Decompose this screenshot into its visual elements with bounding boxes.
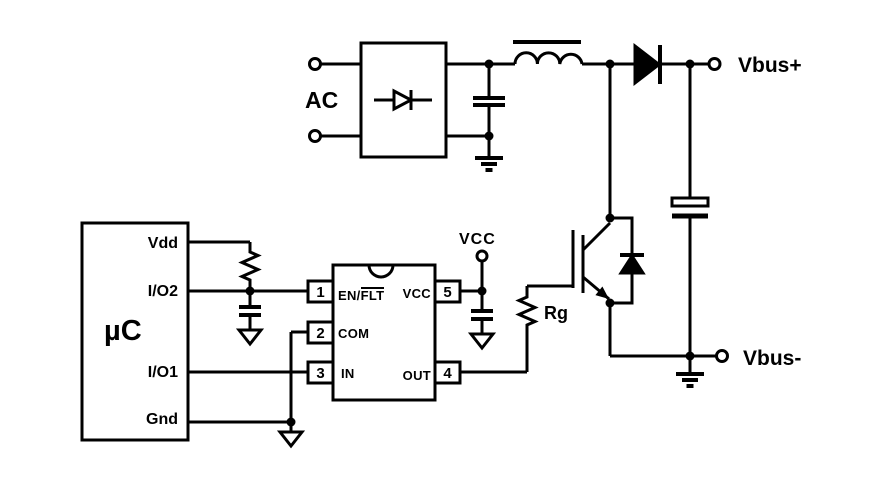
mcu-title: µC [104, 315, 142, 347]
bulk-capacitor-branch [670, 64, 710, 356]
igbt-icon [571, 221, 612, 301]
en-prefix: EN/ [338, 288, 361, 303]
earth-ground-icon-bridge [475, 156, 503, 172]
io2-filter-capacitor-icon [239, 291, 261, 330]
ac-label: AC [305, 87, 339, 113]
bridge-diode-icon [374, 88, 432, 112]
mcu-pin-io2: I/O2 [147, 283, 178, 300]
junction-dots [245, 59, 695, 427]
pin3-box [306, 360, 335, 385]
signal-ground-icon-io2 [235, 328, 265, 347]
mcu-pin-vdd: Vdd [147, 235, 178, 252]
pin3-number: 3 [316, 365, 325, 382]
com-ground-wires [289, 330, 308, 432]
ac-input-wires [321, 62, 361, 138]
ic-pin-label-com: COM [338, 326, 370, 341]
vbus-minus-terminal-icon [715, 349, 729, 363]
pin1-box [306, 279, 335, 304]
boost-diode-icon [633, 42, 662, 87]
inductor-icon [513, 40, 584, 65]
vbus-minus-label: Vbus- [743, 347, 802, 370]
earth-ground-icon-vbus [676, 372, 704, 388]
bridge-rectifier-box [359, 41, 448, 159]
pullup-resistor-icon [238, 242, 262, 291]
signal-ground-icon-vcc [467, 332, 497, 351]
pin5-number: 5 [443, 284, 452, 301]
ic-pin-label-in: IN [341, 366, 355, 381]
vbus-plus-label: Vbus+ [738, 54, 802, 77]
mcu-pin-io1: I/O1 [147, 364, 178, 381]
ic-pin-label-vcc: VCC [402, 286, 431, 301]
ac-terminal-top-icon [308, 57, 322, 71]
pin2-number: 2 [316, 325, 325, 342]
vcc-decoupling-capacitor-icon [471, 309, 493, 334]
ac-terminal-bottom-icon [308, 129, 322, 143]
mcu-pin-gnd: Gnd [146, 411, 178, 428]
ic-pin-label-out: OUT [402, 368, 431, 383]
gate-resistor-label: Rg [544, 303, 568, 323]
pin4-number: 4 [443, 365, 452, 382]
freewheel-diode-icon [618, 253, 646, 275]
bulk-capacitor-icon [670, 196, 710, 208]
gate-resistor-icon [515, 286, 539, 372]
vcc-branch-wires [460, 261, 484, 310]
mcu-box [80, 221, 190, 442]
ic-pin-label-en-flt: EN/FLT [338, 287, 385, 303]
vcc-rail-label: VCC [459, 231, 496, 248]
flt-overlined: FLT [360, 287, 385, 303]
signal-ground-icon-com [276, 430, 306, 449]
pin1-number: 1 [316, 284, 325, 301]
dc-filter-capacitor-branch [446, 64, 505, 156]
pin2-box [306, 320, 335, 345]
vbus-plus-terminal-icon [707, 57, 722, 71]
vcc-terminal-icon [475, 249, 489, 263]
ic-notch-icon [367, 264, 395, 279]
